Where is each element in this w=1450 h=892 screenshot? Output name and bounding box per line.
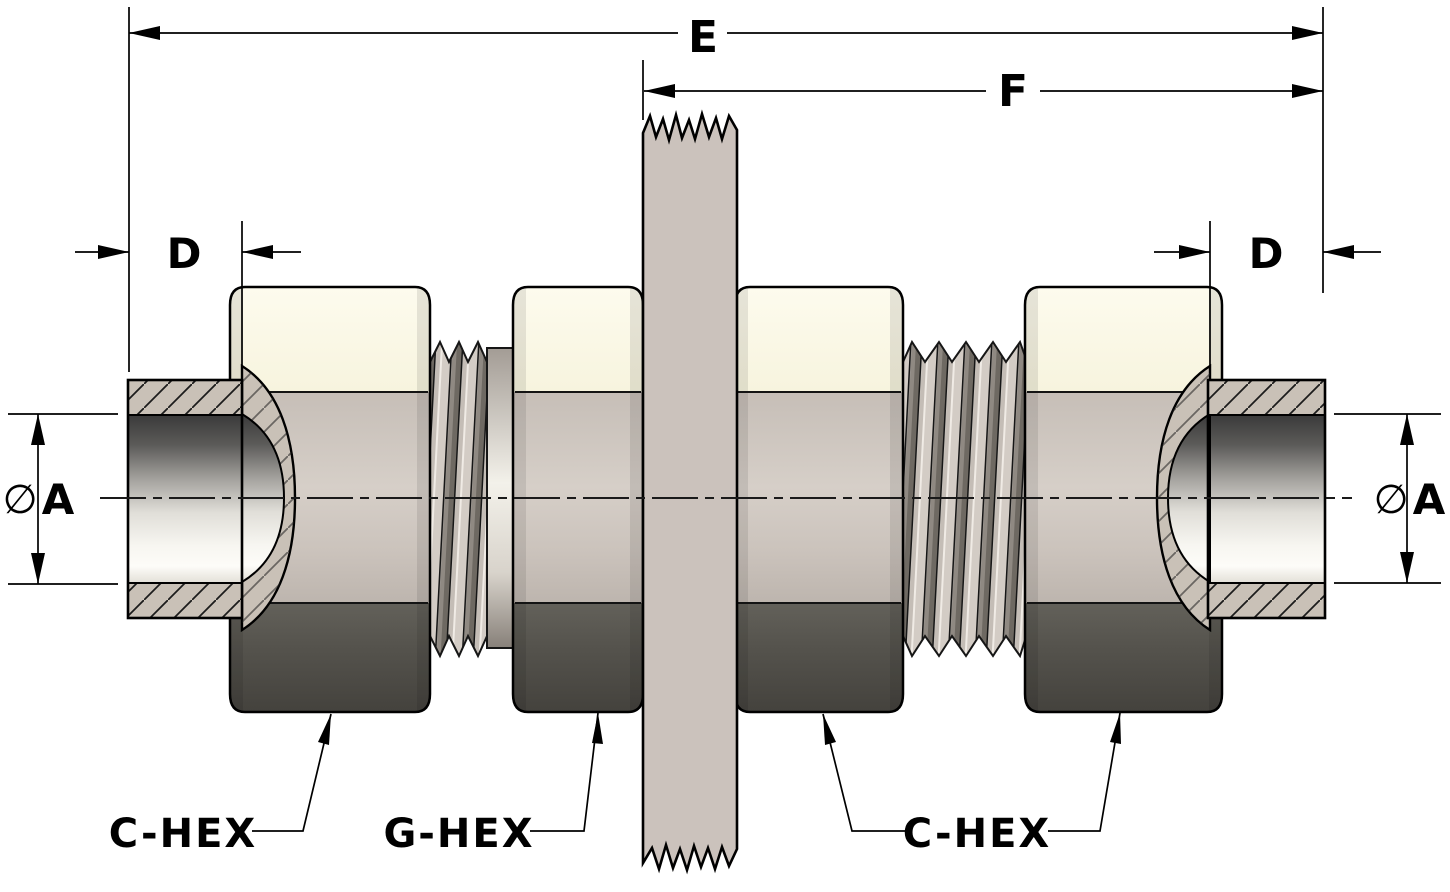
arrowhead-down-icon: [1400, 552, 1414, 583]
diameter-symbol: ∅: [1374, 477, 1409, 523]
hex-bottom-facet: [1025, 603, 1222, 712]
leader-line: [252, 713, 332, 832]
diameter-symbol: ∅: [3, 477, 38, 523]
label-d-left: D: [167, 229, 202, 278]
leader-arrowhead-icon: [823, 714, 836, 745]
bulkhead-panel: [641, 109, 739, 875]
dimension-d-right: D: [1154, 221, 1381, 371]
arrowhead-left-icon: [644, 84, 675, 98]
leader-line-right: [1048, 712, 1121, 832]
dimension-a-right: ∅ A: [1334, 413, 1446, 584]
arrowhead-down-icon: [31, 553, 45, 584]
dimension-f: F: [642, 60, 1323, 120]
arrowhead-right-icon: [1292, 26, 1323, 40]
label-f: F: [998, 66, 1028, 117]
leader-line: [530, 712, 599, 832]
hex-top-facet: [735, 287, 903, 392]
arrowhead-left-icon: [1323, 245, 1354, 259]
label-a-left: A: [42, 475, 75, 524]
leader-arrowhead-icon: [592, 713, 603, 744]
callout-g-hex: G-HEX: [383, 712, 603, 857]
arrowhead-right-icon: [1179, 245, 1210, 259]
hex-bottom-facet: [735, 603, 903, 712]
hex-top-facet: [230, 287, 430, 392]
arrowhead-left-icon: [129, 26, 160, 40]
label-c-hex-left: C-HEX: [109, 811, 258, 857]
arrowhead-up-icon: [1400, 414, 1414, 445]
hex-bottom-facet: [513, 603, 643, 712]
g-hex-body: [511, 285, 645, 714]
right-flare-bell: [1155, 363, 1212, 633]
hex-top-facet: [513, 287, 643, 392]
leader-arrowhead-icon: [1110, 713, 1121, 744]
callout-c-hex-left: C-HEX: [109, 713, 332, 857]
arrowhead-up-icon: [31, 414, 45, 445]
leader-arrowhead-icon: [318, 714, 331, 745]
label-g-hex: G-HEX: [383, 811, 534, 857]
dimension-a-left: ∅ A: [3, 413, 118, 585]
label-d-right: D: [1249, 229, 1284, 278]
arrowhead-left-icon: [242, 245, 273, 259]
label-e: E: [688, 12, 718, 63]
hex-top-facet: [1025, 287, 1222, 392]
hex-bottom-facet: [230, 603, 430, 712]
arrowhead-right-icon: [1292, 84, 1323, 98]
callout-c-hex-right: C-HEX: [822, 712, 1121, 857]
dimension-e: E: [128, 7, 1324, 372]
leader-line-left: [822, 713, 905, 832]
arrowhead-right-icon: [98, 245, 129, 259]
dimension-d-left: D: [75, 221, 301, 401]
locknut-hex: [733, 285, 905, 714]
label-c-hex-right: C-HEX: [903, 811, 1052, 857]
label-a-right: A: [1413, 475, 1446, 524]
